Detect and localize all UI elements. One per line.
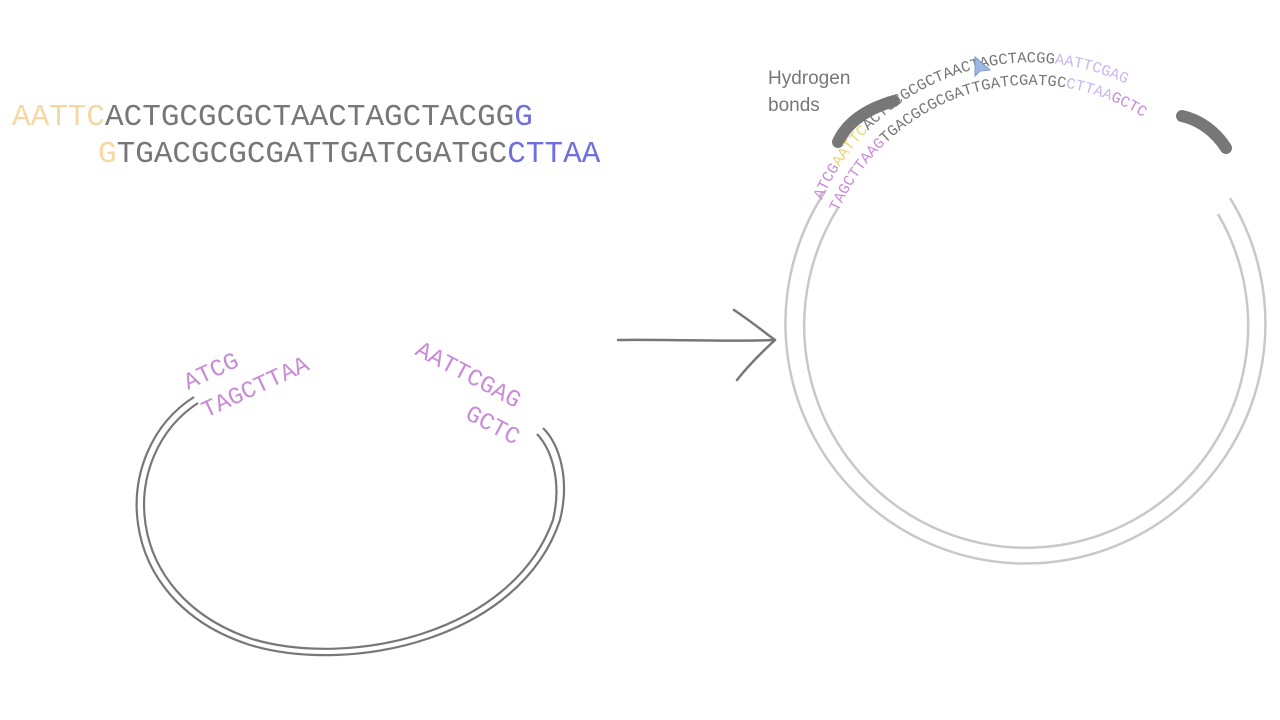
- inner-right-segment: GCTC: [1108, 88, 1150, 121]
- closed-plasmid: Hydrogen bonds ATCGAATTCACTGCGCGCTAACTAG…: [768, 49, 1267, 565]
- right-arrow-icon: [616, 308, 777, 382]
- insert-bottom-sticky-end: CTTAA: [507, 137, 600, 172]
- closed-plasmid-outer-ring: [784, 189, 1267, 565]
- hydrogen-bond-left: [832, 95, 900, 148]
- insert-dna: AATTCACTGCGCGCTAACTAGCTACGGG GTGACGCGCGA…: [12, 100, 601, 172]
- insert-top-sticky-end: AATTC: [12, 100, 105, 135]
- insert-bottom-start: G: [98, 137, 117, 172]
- open-plasmid: ATCG TAGCTTAA AATTCGAG GCTC: [135, 337, 566, 657]
- insert-bottom-core: TGACGCGCGATTGATCGATGC: [117, 137, 508, 172]
- insert-top-core: ACTGCGCGCTAACTAGCTACGG: [105, 100, 514, 135]
- hydrogen-bonds-label-line1: Hydrogen: [768, 68, 850, 89]
- insert-bottom-strand: GTGACGCGCGATTGATCGATGCCTTAA: [98, 137, 601, 172]
- insert-top-strand: AATTCACTGCGCGCTAACTAGCTACGGG: [12, 100, 533, 135]
- hydrogen-bond-right: [1176, 110, 1232, 154]
- inner-core: TGACGCGCGATTGATCGATGC: [877, 72, 1068, 147]
- open-plasmid-outer-strand: [135, 396, 566, 657]
- open-plasmid-inner-strand: [143, 402, 558, 650]
- closed-plasmid-inner-ring: [802, 207, 1250, 549]
- open-plasmid-right-top: AATTCGAG: [410, 337, 524, 415]
- insert-top-end: G: [514, 100, 533, 135]
- hydrogen-bonds-label-line2: bonds: [768, 95, 820, 116]
- mouse-pointer-icon: [974, 55, 992, 78]
- closed-plasmid-inner-strand: TAGCTTAAGTGACGCGCGATTGATCGATGCCTTAAGCTC: [826, 72, 1150, 214]
